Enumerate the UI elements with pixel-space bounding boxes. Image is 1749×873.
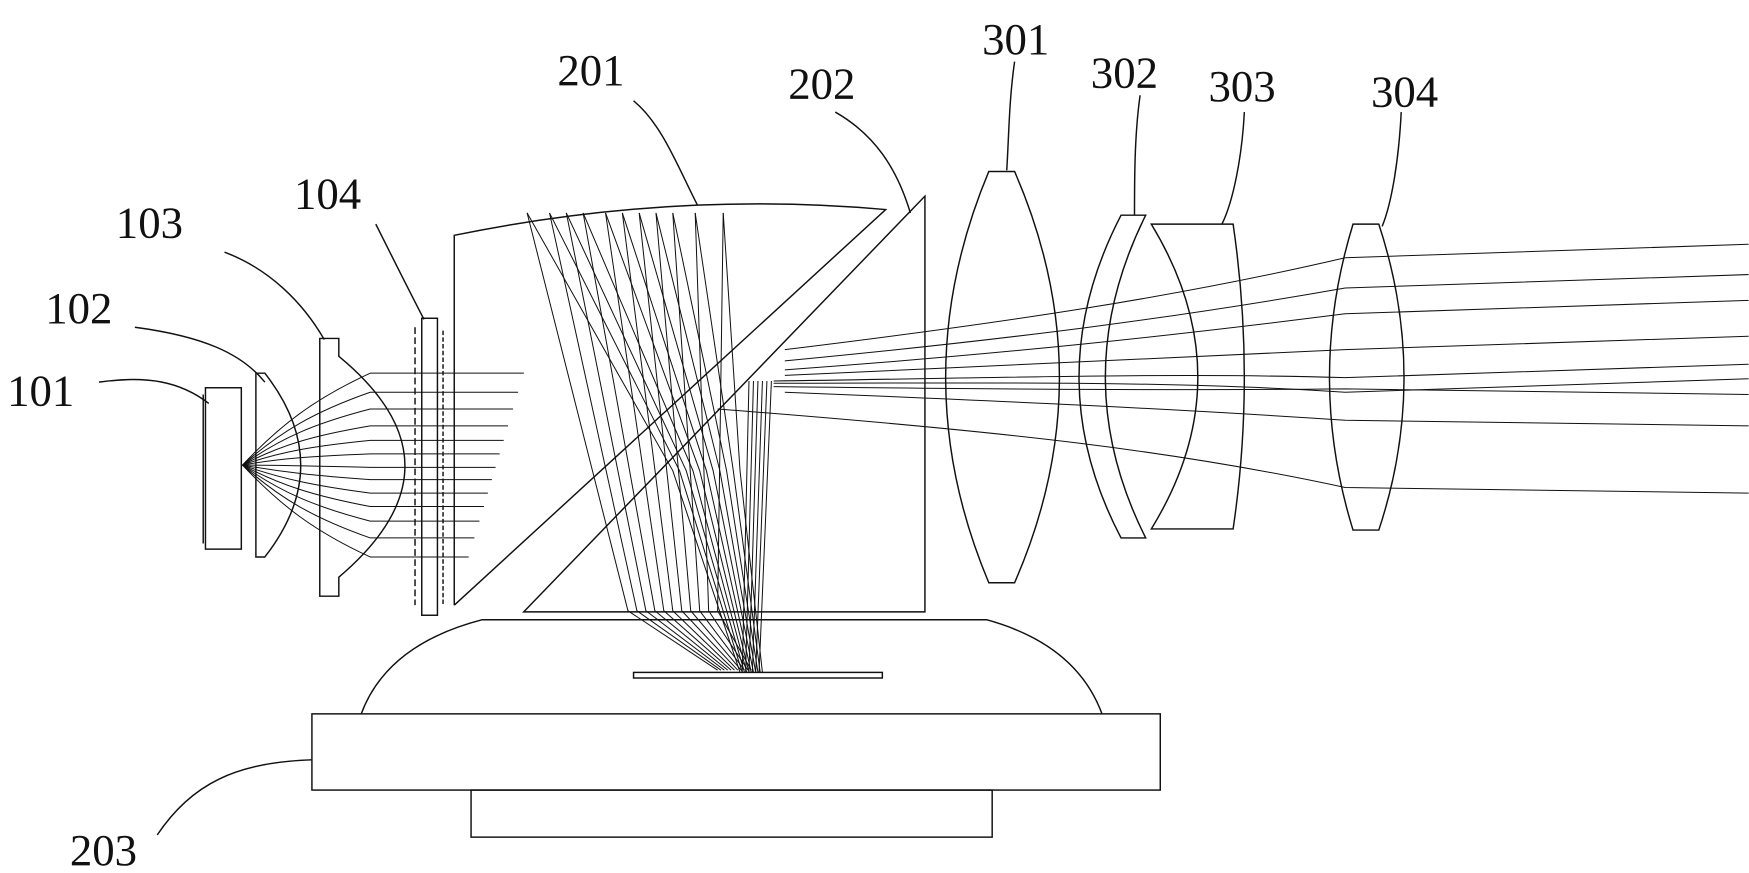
light-ray bbox=[242, 409, 513, 465]
light-ray bbox=[774, 364, 1749, 381]
light-ray bbox=[242, 373, 523, 465]
label-302: 302 bbox=[1091, 47, 1158, 97]
element-303-lens bbox=[1151, 224, 1244, 529]
element-101-light-source bbox=[203, 388, 241, 549]
light-ray bbox=[695, 213, 748, 670]
light-ray bbox=[774, 379, 1749, 392]
label-203: 203 bbox=[70, 825, 137, 873]
label-303: 303 bbox=[1208, 61, 1275, 111]
label-201: 201 bbox=[557, 45, 624, 95]
light-rays bbox=[242, 213, 1748, 672]
leader-304 bbox=[1382, 112, 1401, 226]
light-ray bbox=[785, 244, 1749, 349]
label-104: 104 bbox=[294, 168, 361, 218]
light-ray bbox=[550, 213, 721, 670]
leader-101 bbox=[99, 379, 209, 403]
leader-202 bbox=[835, 112, 910, 213]
leader-104 bbox=[376, 224, 424, 319]
label-304: 304 bbox=[1371, 66, 1438, 116]
element-201-prism bbox=[454, 204, 885, 605]
light-ray bbox=[242, 440, 503, 465]
light-ray bbox=[566, 213, 724, 670]
light-ray bbox=[242, 465, 495, 467]
light-ray bbox=[785, 300, 1749, 369]
leader-303 bbox=[1222, 112, 1244, 224]
light-ray bbox=[583, 213, 728, 670]
label-202: 202 bbox=[788, 59, 855, 109]
light-ray bbox=[785, 275, 1749, 361]
light-ray bbox=[242, 454, 499, 465]
label-102: 102 bbox=[45, 283, 112, 333]
leader-102 bbox=[135, 327, 265, 382]
leader-201 bbox=[634, 101, 698, 205]
label-103: 103 bbox=[116, 198, 183, 248]
label-101: 101 bbox=[7, 366, 74, 416]
display-chip bbox=[634, 672, 883, 678]
leader-103 bbox=[225, 252, 325, 339]
leader-203 bbox=[157, 760, 312, 835]
light-ray bbox=[673, 213, 758, 672]
light-ray bbox=[785, 392, 1749, 426]
label-301: 301 bbox=[982, 14, 1049, 64]
light-ray bbox=[746, 381, 754, 672]
leader-301 bbox=[1007, 62, 1015, 171]
light-ray bbox=[718, 409, 1749, 493]
leader-302 bbox=[1134, 95, 1140, 215]
element-104-microlens-array bbox=[415, 318, 443, 615]
light-ray bbox=[718, 213, 752, 670]
